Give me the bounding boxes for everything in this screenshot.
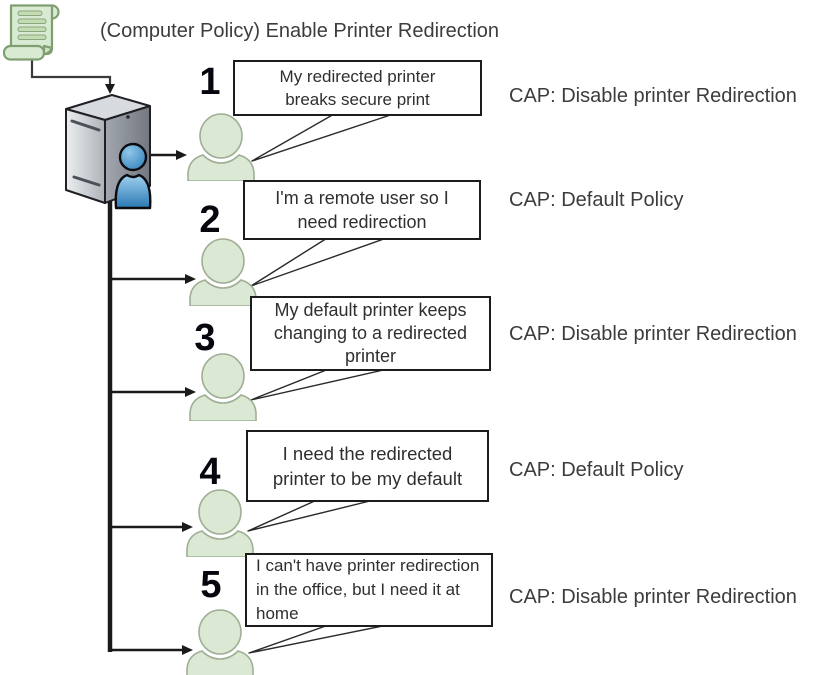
speech-bubble-2: I'm a remote user so I need redirection [243, 180, 481, 240]
cap-label-2: CAP: Default Policy [509, 189, 684, 211]
user-icon-2 [187, 238, 259, 306]
scroll-text-bar [17, 26, 47, 32]
speech-bubble-1: My redirected printer breaks secure prin… [233, 60, 482, 116]
bubble-tail-2 [250, 236, 389, 287]
server-vent-slot [70, 119, 101, 132]
server-power-led [126, 115, 130, 119]
server-tower-icon [65, 94, 152, 210]
scroll-bottom-roll [2, 44, 46, 61]
bubble-tail-4 [247, 498, 377, 532]
speech-bubble-5: I can't have printer redirection in the … [245, 553, 493, 627]
row-number-1: 1 [199, 61, 221, 103]
server-vent-slot [72, 175, 101, 187]
row-number-2: 2 [199, 199, 221, 241]
row-number-5: 5 [200, 564, 222, 606]
cap-label-4: CAP: Default Policy [509, 459, 684, 481]
blue-user-body [114, 173, 152, 210]
row-number-3: 3 [194, 317, 216, 359]
policy-scroll-icon [2, 4, 60, 61]
blue-user-head [118, 142, 148, 172]
speech-bubble-text: I can't have printer redirection in the … [256, 556, 480, 623]
speech-bubble-4: I need the redirected printer to be my d… [246, 430, 489, 502]
speech-bubble-text: I'm a remote user so I need redirection [275, 188, 449, 232]
speech-bubble-text: I need the redirected printer to be my d… [272, 443, 463, 489]
speech-bubble-3: My default printer keeps changing to a r… [250, 296, 491, 371]
bubble-tail-1 [251, 112, 396, 162]
speech-bubble-text: My redirected printer breaks secure prin… [279, 67, 436, 109]
speech-bubble-text: My default printer keeps changing to a r… [273, 300, 468, 366]
cap-label-3: CAP: Disable printer Redirection [509, 323, 797, 345]
scroll-text-bar [17, 10, 43, 16]
user-icon-1 [185, 113, 257, 181]
scroll-text-bar [17, 18, 47, 24]
bubble-tail-3 [250, 367, 391, 401]
server-front-face [65, 108, 106, 204]
cap-label-5: CAP: Disable printer Redirection [509, 586, 797, 608]
bubble-tail-5 [248, 623, 391, 654]
cap-label-1: CAP: Disable printer Redirection [509, 85, 797, 107]
diagram-title: (Computer Policy) Enable Printer Redirec… [100, 20, 500, 42]
row-number-4: 4 [199, 451, 221, 493]
scroll-text-bar [17, 34, 47, 40]
user-icon-3 [187, 353, 259, 421]
